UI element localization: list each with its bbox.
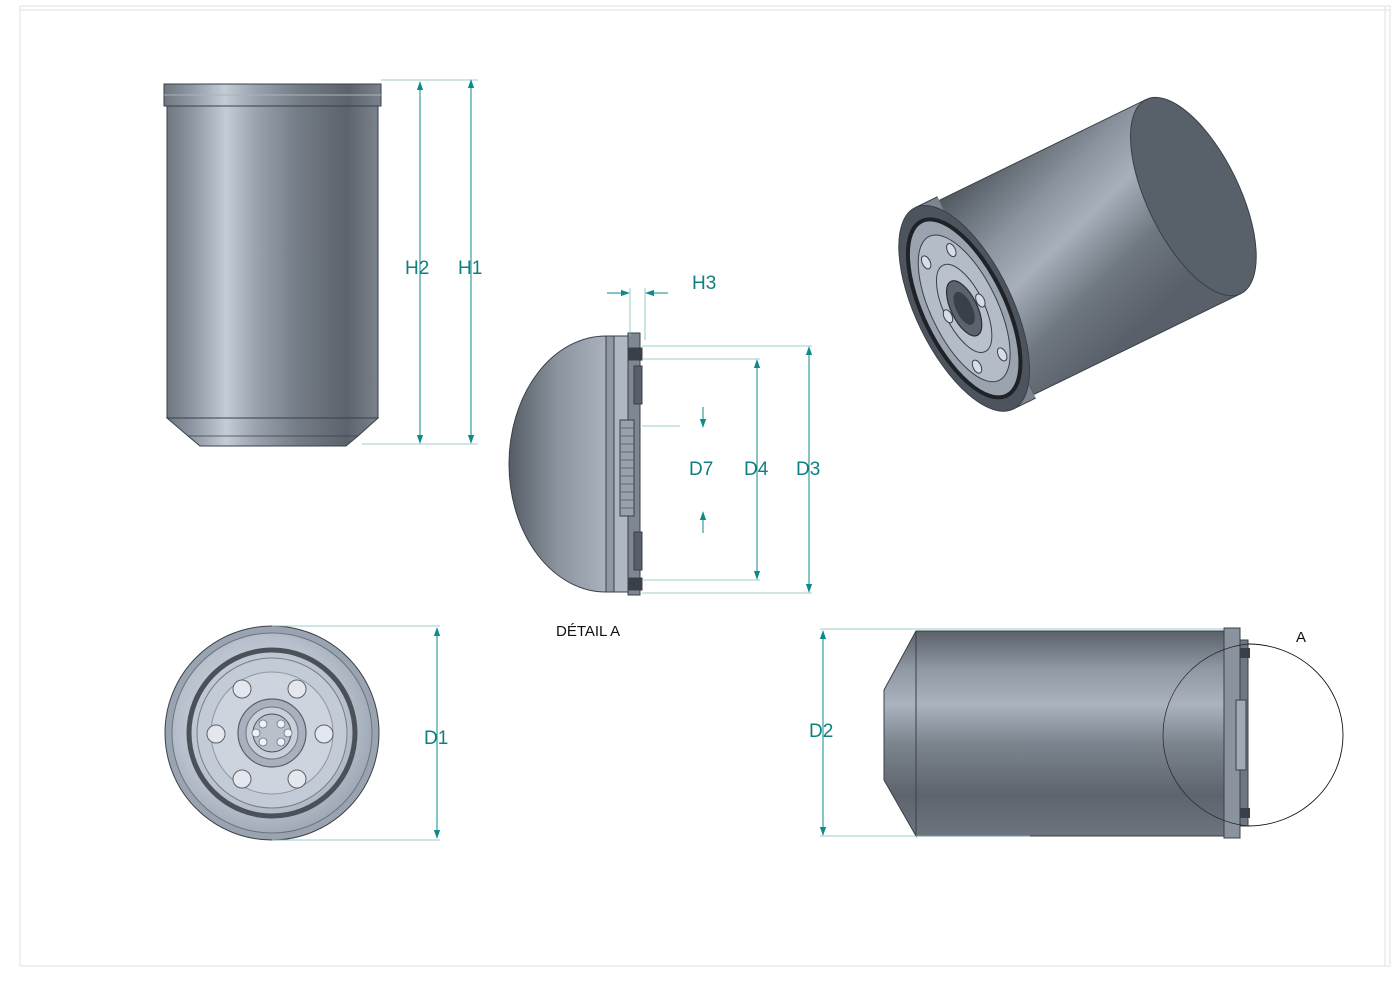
front-view: H2 H1 — [163, 79, 482, 447]
dimension-label-d1: D1 — [424, 728, 448, 749]
isometric-view — [898, 96, 1257, 412]
dimension-label-d4: D4 — [744, 459, 769, 480]
detail-view: H3 D7 D4 D3 DÉTAIL A — [508, 273, 820, 640]
dimension-label-d7: D7 — [689, 459, 713, 480]
sheet-frame — [19, 5, 1391, 967]
dimension-label-d3: D3 — [796, 459, 820, 480]
bottom-view: D1 — [164, 625, 448, 841]
detail-caption: DÉTAIL A — [556, 623, 620, 640]
thread-lines — [620, 427, 634, 509]
dimension-label-h2: H2 — [405, 258, 429, 279]
dimension-label-h3: H3 — [692, 273, 716, 294]
side-view: A D2 — [809, 627, 1344, 839]
dimension-label-h1: H1 — [458, 258, 482, 279]
detail-marker-a: A — [1296, 629, 1306, 646]
dimension-label-d2: D2 — [809, 721, 833, 742]
